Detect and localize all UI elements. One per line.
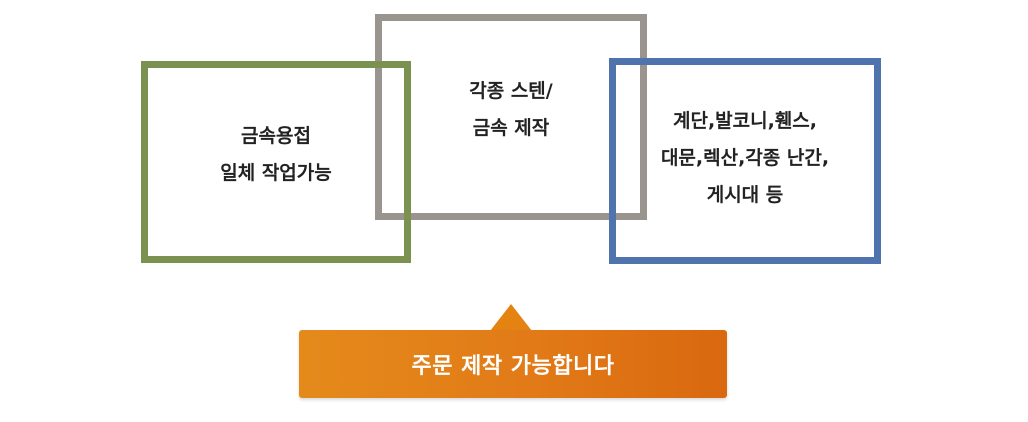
custom-order-callout: 주문 제작 가능합니다 — [299, 330, 727, 398]
stainless-label-line1: 각종 스텐/ — [469, 80, 553, 102]
products-label-line3: 게시대 등 — [706, 184, 784, 206]
products-label-line2: 대문,렉산,각종 난간, — [660, 147, 830, 169]
callout-pointer — [490, 304, 532, 331]
products-box — [609, 58, 881, 264]
stainless-label: 각종 스텐/ 금속 제작 — [382, 73, 640, 147]
welding-label-line2: 일체 작업가능 — [220, 162, 332, 184]
products-label-line1: 계단,발코니,휀스, — [672, 110, 817, 132]
welding-label: 금속용접 일체 작업가능 — [148, 118, 404, 192]
welding-label-line1: 금속용접 — [241, 125, 311, 147]
products-label: 계단,발코니,휀스, 대문,렉산,각종 난간, 게시대 등 — [616, 103, 874, 214]
gray-box-overlap-edge-top — [640, 14, 647, 47]
gray-box-overlap-edge-bottom — [640, 78, 647, 220]
stainless-label-line2: 금속 제작 — [472, 117, 550, 139]
callout-text: 주문 제작 가능합니다 — [411, 354, 615, 379]
green-box-overlap-edge — [404, 61, 411, 205]
